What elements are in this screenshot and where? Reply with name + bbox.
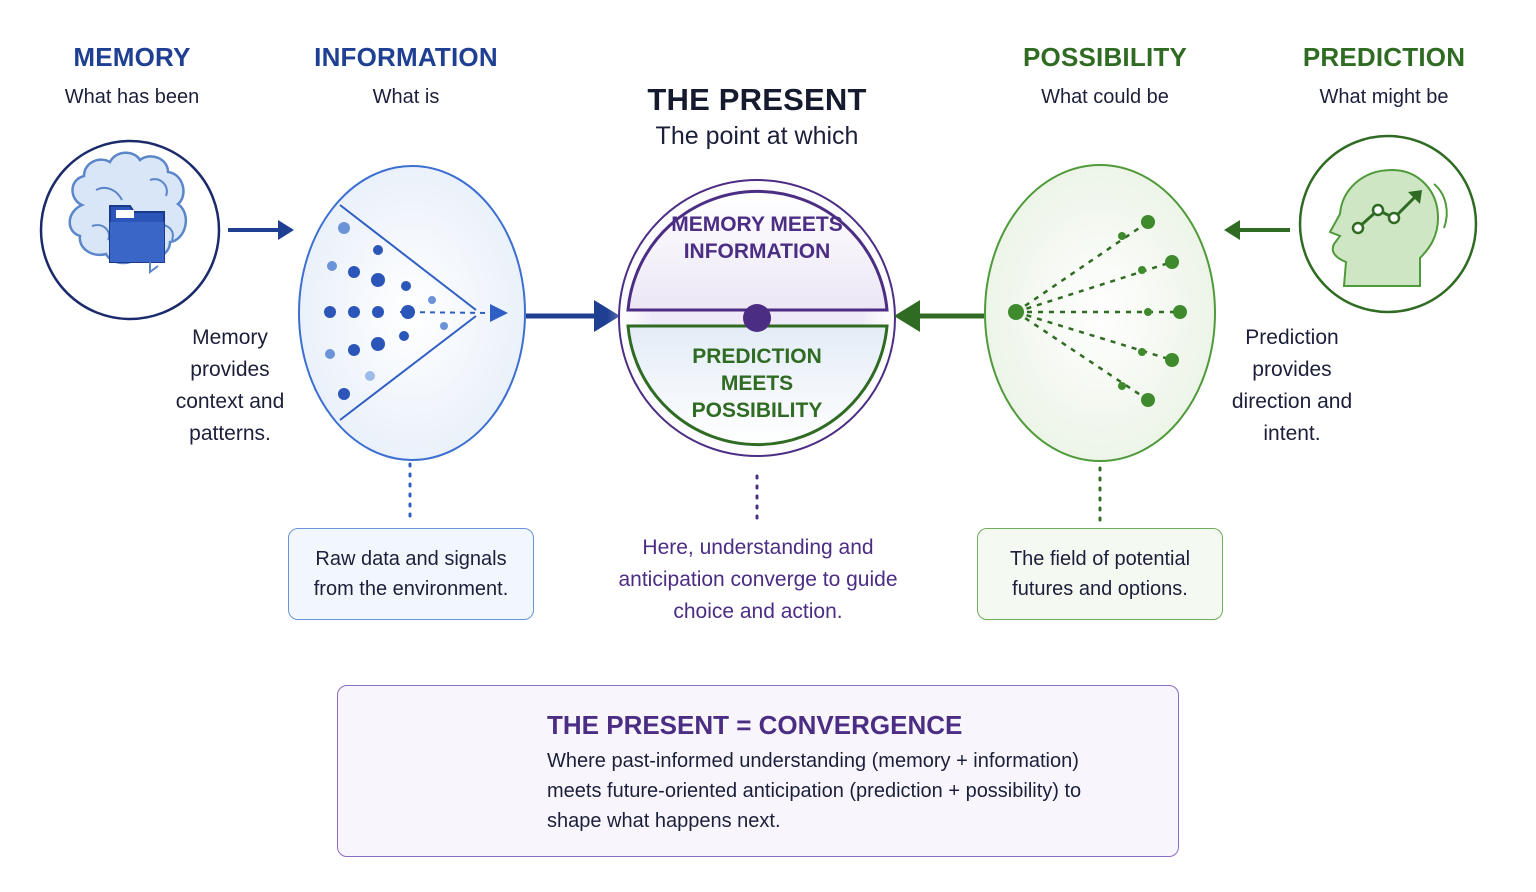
information-subtitle: What is [372, 86, 440, 108]
prediction-note: Prediction provides direction and intent… [1231, 326, 1353, 445]
prediction-title: PREDICTION [1302, 42, 1466, 72]
present-subtitle: The point at which [655, 122, 859, 150]
convergence-box: THE PRESENT = CONVERGENCE Where past-inf… [337, 685, 1179, 857]
branching-options-icon [1008, 215, 1187, 407]
present-top-label: MEMORY MEETS INFORMATION [671, 213, 843, 263]
possibility-note: The field of potential futures and optio… [1009, 548, 1191, 600]
present-bottom-label: PREDICTION MEETS POSSIBILITY [691, 345, 823, 422]
information-title: INFORMATION [314, 42, 498, 72]
data-funnel-icon [324, 204, 508, 421]
brain-folder-icon [68, 151, 188, 274]
possibility-note-box: The field of potential futures and optio… [977, 528, 1223, 620]
convergence-title: THE PRESENT = CONVERGENCE [547, 710, 963, 740]
possibility-title: POSSIBILITY [1022, 42, 1187, 72]
present-note: Here, understanding and anticipation con… [618, 536, 898, 623]
possibility-to-present-arrow [894, 300, 984, 332]
prediction-to-possibility-arrow [1224, 220, 1290, 240]
possibility-subtitle: What could be [1041, 86, 1169, 108]
present-circle [607, 168, 907, 468]
information-note: Raw data and signals from the environmen… [313, 548, 509, 600]
memory-title: MEMORY [73, 42, 191, 72]
head-trend-icon [1328, 168, 1448, 287]
convergence-body: Where past-informed understanding (memor… [547, 750, 1082, 832]
memory-subtitle: What has been [64, 86, 200, 108]
prediction-subtitle: What might be [1319, 86, 1449, 108]
present-title: THE PRESENT [647, 82, 867, 117]
information-note-box: Raw data and signals from the environmen… [288, 528, 534, 620]
possibility-ellipse [984, 164, 1216, 462]
memory-to-information-arrow [228, 220, 294, 240]
information-to-present-arrow [526, 300, 620, 332]
memory-note: Memory provides context and patterns. [175, 326, 285, 445]
